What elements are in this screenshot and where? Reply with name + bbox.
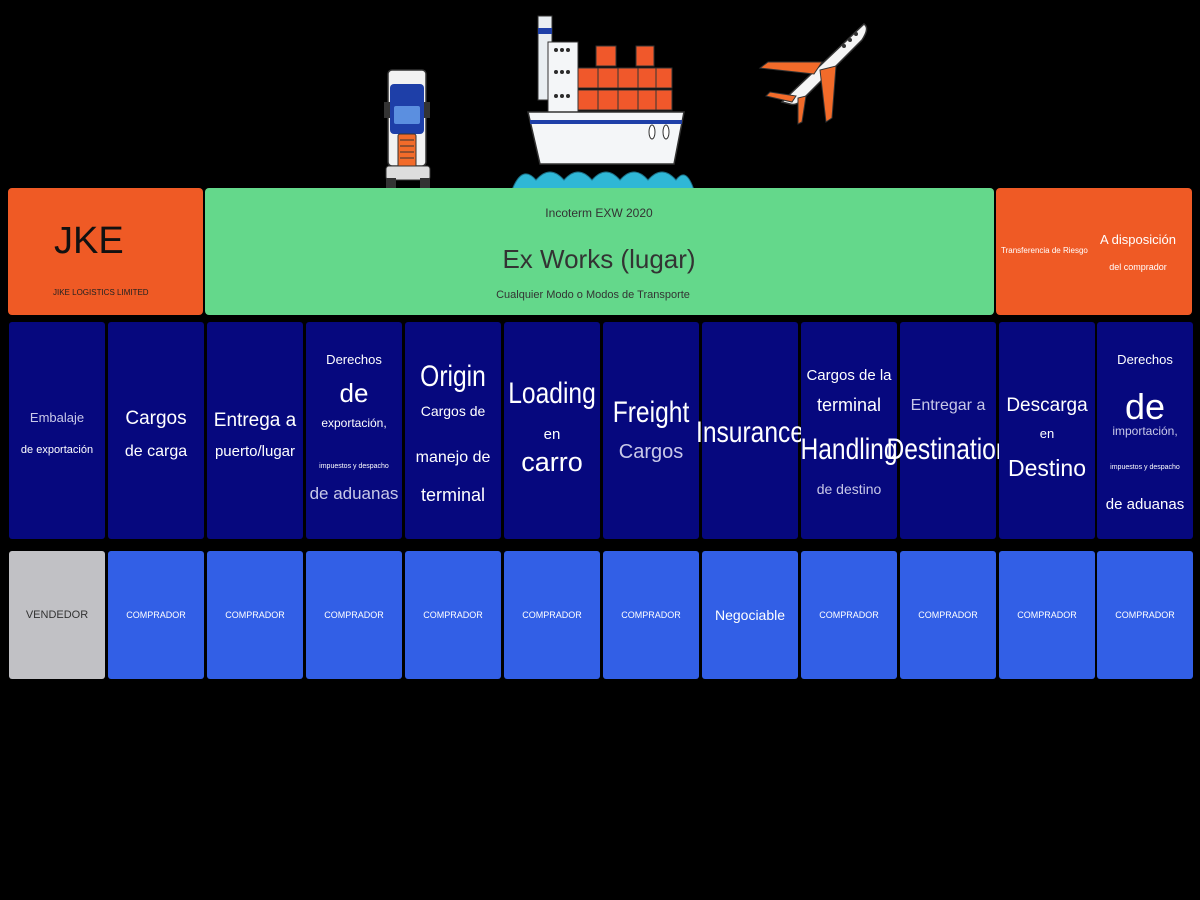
- responsibility-label: COMPRADOR: [621, 610, 681, 620]
- col-line: Destination: [886, 433, 1010, 466]
- col-line: de carga: [124, 443, 188, 460]
- col-line: en: [543, 426, 561, 443]
- responsibility-label: COMPRADOR: [225, 610, 285, 620]
- col-line: importación,: [1112, 424, 1178, 438]
- risk-line2: del comprador: [1109, 262, 1167, 272]
- responsibility-cell: VENDEDOR: [9, 551, 105, 679]
- incoterm-title: Ex Works (lugar): [502, 244, 696, 274]
- responsibility-cell: Negociable: [702, 551, 798, 679]
- col-line: Derechos: [1117, 352, 1173, 367]
- responsibility-label: COMPRADOR: [819, 610, 879, 620]
- col-line: de exportación: [20, 444, 94, 456]
- responsibility-cell: COMPRADOR: [1097, 551, 1193, 679]
- col-line: Entregar a: [910, 397, 986, 414]
- col-loading-charges: Cargos de carga: [108, 322, 204, 539]
- col-line: exportación,: [321, 416, 387, 430]
- col-destination-terminal: Cargos de la terminal Handling de destin…: [800, 322, 898, 539]
- col-line: Cargos: [125, 408, 187, 429]
- col-line: Freight: [612, 396, 690, 429]
- responsibility-label: COMPRADOR: [126, 610, 186, 620]
- col-export-duties: Derechos de exportación, impuestos y des…: [306, 322, 402, 539]
- responsibility-label: COMPRADOR: [918, 610, 978, 620]
- col-line: terminal: [420, 485, 486, 505]
- responsibility-label: COMPRADOR: [423, 610, 483, 620]
- col-line: Entrega a: [213, 410, 297, 431]
- col-freight: Freight Cargos: [603, 322, 699, 539]
- responsibility-label: COMPRADOR: [522, 610, 582, 620]
- col-delivery-port: Entrega a puerto/lugar: [207, 322, 303, 539]
- truck-icon: [384, 69, 431, 190]
- col-origin-terminal: Origin Cargos de manejo de terminal: [405, 322, 501, 539]
- col-line: manejo de: [415, 449, 491, 466]
- responsibility-cell: COMPRADOR: [801, 551, 897, 679]
- incoterm-title-box: Incoterm EXW 2020 Ex Works (lugar) Cualq…: [205, 188, 994, 315]
- col-line: Descarga: [1006, 395, 1088, 416]
- col-deliver-destination: Entregar a Destination: [886, 322, 1010, 539]
- incoterm-subtitle: Cualquier Modo o Modos de Transporte: [496, 289, 690, 301]
- responsibility-cell: COMPRADOR: [900, 551, 996, 679]
- col-line: carro: [521, 447, 583, 477]
- col-line: puerto/lugar: [214, 443, 296, 460]
- responsibility-cell: COMPRADOR: [999, 551, 1095, 679]
- col-line: Cargos: [618, 441, 684, 463]
- risk-label: Transferencia de Riesgo: [1001, 246, 1088, 255]
- responsibility-label: Negociable: [714, 607, 786, 623]
- col-line: Origin: [420, 360, 486, 393]
- logo-text: JKE: [54, 220, 124, 262]
- col-line: de: [339, 378, 369, 408]
- responsibility-cell: COMPRADOR: [207, 551, 303, 679]
- incoterm-label: Incoterm EXW 2020: [545, 206, 653, 220]
- col-line: impuestos y despacho: [1110, 464, 1180, 471]
- col-insurance: Insurance: [696, 322, 804, 539]
- col-line: de destino: [816, 481, 882, 497]
- risk-transfer-box: Transferencia de Riesgo A disposición de…: [996, 188, 1192, 315]
- col-line: impuestos y despacho: [319, 463, 389, 470]
- col-line: en: [1039, 426, 1055, 441]
- col-line: Embalaje: [29, 410, 85, 425]
- company-logo-box: JKE JIKE LOGISTICS LIMITED: [8, 188, 203, 315]
- responsibility-cell: COMPRADOR: [405, 551, 501, 679]
- responsibility-label: COMPRADOR: [1017, 610, 1077, 620]
- col-import-duties: Derechos de importación, impuestos y des…: [1097, 322, 1193, 539]
- col-line: Cargos de la: [806, 367, 892, 384]
- col-line: de: [1124, 386, 1166, 427]
- col-line: Loading: [508, 377, 596, 410]
- cargo-ship-icon: [511, 15, 695, 191]
- col-export-packaging: Embalaje de exportación: [9, 322, 105, 539]
- risk-line1: A disposición: [1100, 232, 1176, 247]
- col-line: de aduanas: [309, 484, 399, 503]
- responsibility-cell: COMPRADOR: [504, 551, 600, 679]
- col-line: Destino: [1008, 455, 1086, 481]
- logo-subtitle: JIKE LOGISTICS LIMITED: [53, 288, 149, 297]
- responsibility-label: VENDEDOR: [25, 609, 89, 621]
- responsibility-label: COMPRADOR: [1115, 610, 1175, 620]
- col-line: Cargos de: [420, 403, 486, 419]
- airplane-icon: [758, 23, 868, 125]
- col-line: Insurance: [695, 416, 805, 449]
- col-line: de aduanas: [1105, 496, 1185, 513]
- responsibility-cell: COMPRADOR: [603, 551, 699, 679]
- responsibility-label: COMPRADOR: [324, 610, 384, 620]
- col-line: Handling: [800, 433, 898, 466]
- col-line: terminal: [816, 395, 882, 415]
- responsibility-cell: COMPRADOR: [306, 551, 402, 679]
- col-line: Derechos: [326, 352, 382, 367]
- col-loading-carrier: Loading en carro: [504, 322, 600, 539]
- col-unloading-destination: Descarga en Destino: [999, 322, 1095, 539]
- responsibility-cell: COMPRADOR: [108, 551, 204, 679]
